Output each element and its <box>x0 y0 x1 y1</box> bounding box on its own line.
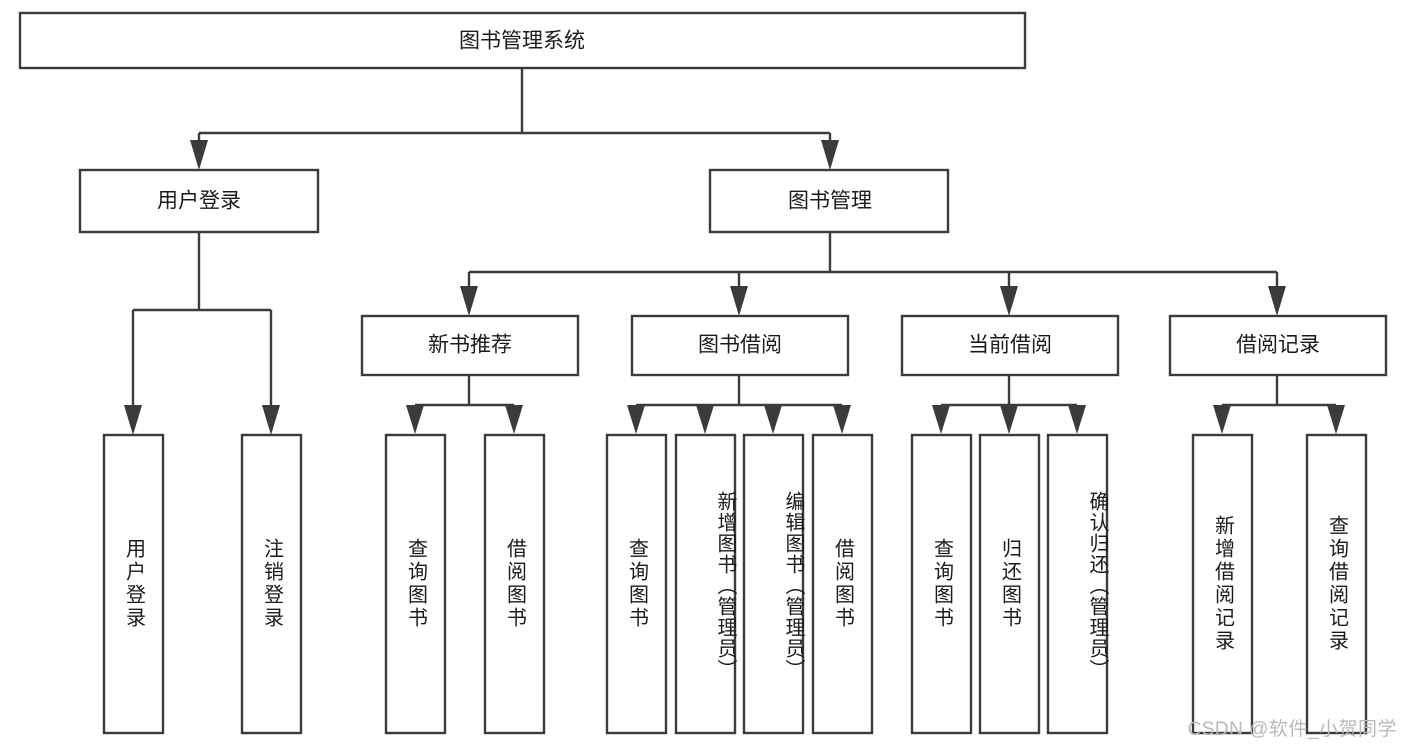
node-leaf-current-borrow-1[interactable] <box>910 433 973 735</box>
node-user-login[interactable] <box>78 168 320 234</box>
label-new-book-recommend: 新书推荐 <box>428 334 512 357</box>
arrow-head-leaf-user-login-2 <box>262 405 280 435</box>
arrow-head-new-book-recommend <box>460 286 478 316</box>
arrow-head-leaf-borrow-record-1 <box>1213 405 1231 434</box>
arrow-head-leaf-current-borrow-1 <box>932 405 950 434</box>
node-leaf-book-borrow-1[interactable] <box>605 433 668 735</box>
label-book-manage: 图书管理 <box>788 190 872 213</box>
node-leaf-current-borrow-3[interactable] <box>1046 433 1109 735</box>
label-borrow-record: 借阅记录 <box>1236 334 1320 357</box>
arrow-head-leaf-new-book-2 <box>505 405 523 434</box>
node-leaf-borrow-record-1[interactable] <box>1191 433 1254 735</box>
node-leaf-new-book-2[interactable] <box>483 433 546 735</box>
node-leaf-user-login-1[interactable] <box>102 433 165 735</box>
node-book-manage[interactable] <box>708 168 950 234</box>
arrow-head-book-manage <box>821 140 839 170</box>
arrow-head-leaf-current-borrow-2 <box>1000 405 1018 434</box>
arrow-head-leaf-borrow-record-2 <box>1327 405 1345 434</box>
label-book-borrow: 图书借阅 <box>698 334 782 357</box>
arrow-head-book-borrow <box>730 286 748 316</box>
watermark: CSDN @软件_小贺同学 <box>1187 719 1397 740</box>
arrow-head-leaf-book-borrow-4 <box>833 405 851 434</box>
arrow-head-leaf-user-login-1 <box>124 405 142 435</box>
label-root: 图书管理系统 <box>459 30 585 53</box>
arrow-head-user-login <box>190 140 208 170</box>
node-current-borrow[interactable] <box>900 314 1120 377</box>
node-leaf-book-borrow-3[interactable] <box>742 433 805 735</box>
arrow-head-leaf-book-borrow-3 <box>764 405 782 434</box>
connectors <box>124 68 1345 435</box>
arrow-head-leaf-book-borrow-2 <box>696 405 714 434</box>
arrow-head-leaf-new-book-1 <box>406 405 424 434</box>
label-user-login: 用户登录 <box>157 190 241 213</box>
node-borrow-record[interactable] <box>1168 314 1388 377</box>
arrow-head-borrow-record <box>1268 286 1286 316</box>
label-current-borrow: 当前借阅 <box>968 334 1052 357</box>
node-leaf-book-borrow-4[interactable] <box>811 433 874 735</box>
node-new-book-recommend[interactable] <box>360 314 580 377</box>
arrow-head-leaf-current-borrow-3 <box>1068 405 1086 434</box>
node-book-borrow[interactable] <box>630 314 850 377</box>
node-root[interactable] <box>18 11 1027 70</box>
arrow-head-leaf-book-borrow-1 <box>627 405 645 434</box>
arrow-head-current-borrow <box>1000 286 1018 316</box>
node-labels-horizontal: 图书管理系统 用户登录 图书管理 新书推荐 图书借阅 当前借阅 借阅记录 <box>157 30 1320 357</box>
node-leaf-book-borrow-2[interactable] <box>674 433 737 735</box>
node-leaf-new-book-1[interactable] <box>384 433 447 735</box>
node-boxes <box>18 11 1388 735</box>
node-leaf-borrow-record-2[interactable] <box>1305 433 1368 735</box>
node-leaf-user-login-2[interactable] <box>240 433 303 735</box>
node-leaf-current-borrow-2[interactable] <box>978 433 1041 735</box>
